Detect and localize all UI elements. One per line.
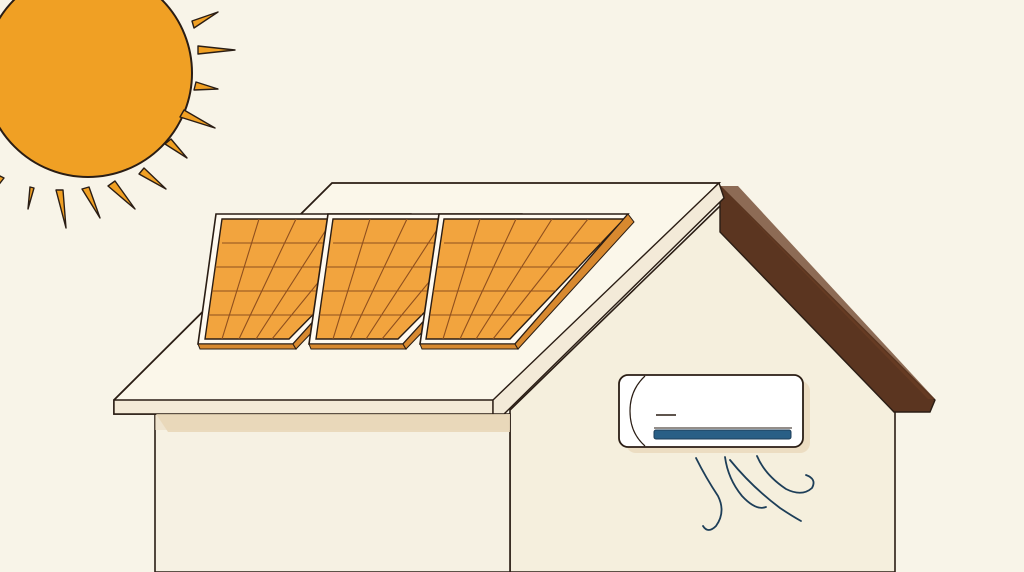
sun-icon [0,0,236,229]
solar-panel-3 [419,213,635,350]
air-conditioner-icon [618,374,810,453]
house [113,181,936,572]
gable-roof-edge [719,184,936,413]
house-front-wall [154,413,511,572]
solar-panel-icon [197,213,635,350]
airflow-icon [695,455,815,531]
